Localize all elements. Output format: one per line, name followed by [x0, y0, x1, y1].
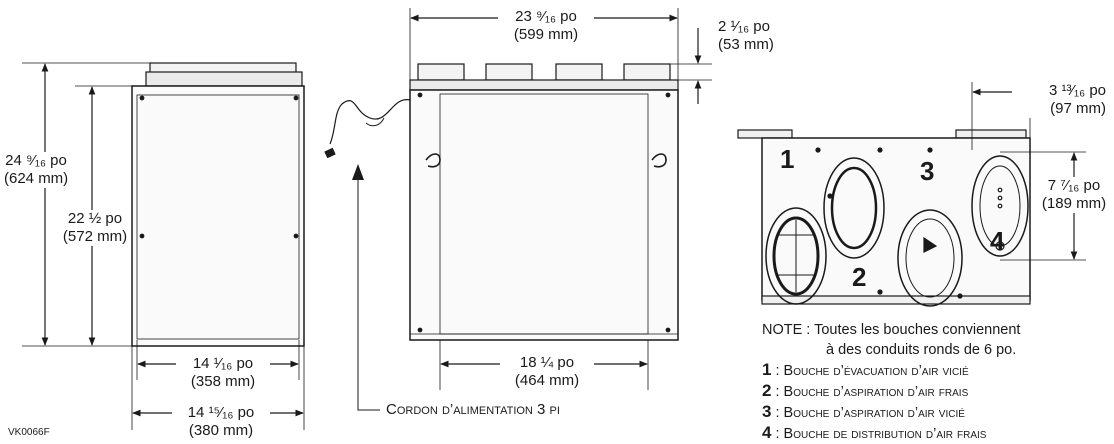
front-overall-width-label: 14 ¹⁵⁄₁₆ po (380 mm): [172, 404, 270, 440]
legend-item-2: 2 : Bouche d’aspiration d’air frais: [762, 381, 1112, 402]
legend-item-3: 3 : Bouche d’aspiration d’air vicié: [762, 402, 1112, 423]
top-port-width-label: 7 ⁷⁄₁₆ po (189 mm): [1036, 177, 1112, 213]
front-overall-width-mm: (380 mm): [188, 422, 254, 439]
front-body-width-value: 14 ¹⁄₁₆ po: [192, 355, 254, 372]
top-port-width-value: 7 ⁷⁄₁₆ po: [1047, 177, 1101, 194]
side-body-width-value: 18 ¼ po: [519, 354, 575, 371]
port-2-number: 2: [852, 262, 867, 292]
port-1: [765, 207, 827, 305]
top-port-width-mm: (189 mm): [1041, 195, 1107, 212]
side-view-unit: [409, 63, 679, 341]
side-overall-width-label: 23 ⁹⁄₁₆ po (599 mm): [498, 8, 594, 44]
top-edge-offset-mm: (97 mm): [1050, 100, 1106, 117]
front-body-width-label: 14 ¹⁄₁₆ po (358 mm): [176, 355, 270, 391]
note-line-1: NOTE : Toutes les bouches conviennent: [762, 322, 1021, 338]
front-overall-height-mm: (624 mm): [4, 170, 69, 187]
top-view-unit: [737, 129, 1031, 307]
legend-item-2-text: : Bouche d’aspiration d’air frais: [775, 384, 969, 400]
legend-item-2-number: 2: [762, 381, 772, 400]
legend-item-3-text: : Bouche d’aspiration d’air vicié: [775, 405, 965, 421]
port-3-number: 3: [920, 156, 935, 186]
front-overall-height-label: 24 ⁹⁄₁₆ po (624 mm): [2, 152, 70, 188]
side-body-width-label: 18 ¼ po (464 mm): [500, 354, 594, 390]
front-body-height-label: 22 ½ po (572 mm): [60, 210, 130, 246]
side-collar-height-mm: (53 mm): [718, 36, 774, 53]
legend-item-1: 1 : Bouche d’évacuation d’air vicié: [762, 360, 1112, 381]
legend-item-4: 4 : Bouche de distribution d’air frais: [762, 423, 1112, 444]
port-2: [823, 157, 885, 259]
top-edge-offset-label: 3 ¹³⁄₁₆ po (97 mm): [1014, 82, 1108, 118]
port-4: [971, 155, 1029, 257]
power-cord-label: Cordon d’alimentation 3 pi: [384, 401, 562, 419]
port-4-number: 4: [990, 226, 1005, 256]
legend-item-4-number: 4: [762, 423, 772, 442]
front-body-width-mm: (358 mm): [190, 373, 256, 390]
power-cord: [329, 99, 411, 145]
side-collar-height-value: 2 ¹⁄₁₆ po: [718, 18, 770, 35]
legend-item-1-text: : Bouche d’évacuation d’air vicié: [775, 363, 969, 379]
side-overall-width-mm: (599 mm): [513, 26, 579, 43]
port-3: [897, 209, 963, 307]
legend-item-4-text: : Bouche de distribution d’air frais: [775, 426, 987, 442]
notes-legend: NOTE : Toutes les bouches conviennent à …: [762, 320, 1112, 444]
top-edge-offset-value: 3 ¹³⁄₁₆ po: [1049, 82, 1106, 99]
side-overall-width-value: 23 ⁹⁄₁₆ po: [515, 8, 577, 25]
front-overall-width-value: 14 ¹⁵⁄₁₆ po: [187, 404, 255, 421]
side-collar-height-label: 2 ¹⁄₁₆ po (53 mm): [716, 18, 794, 54]
front-body-height-mm: (572 mm): [62, 228, 128, 245]
figure-code: VK0066F: [8, 427, 50, 438]
front-overall-height-value: 24 ⁹⁄₁₆ po: [5, 152, 67, 169]
legend-item-3-number: 3: [762, 402, 772, 421]
front-body-height-value: 22 ½ po: [67, 210, 123, 227]
legend-item-1-number: 1: [762, 360, 772, 379]
note-line-2: à des conduits ronds de 6 po.: [826, 342, 1017, 358]
front-view-unit: [131, 62, 305, 347]
port-1-number: 1: [780, 144, 795, 174]
side-body-width-mm: (464 mm): [514, 372, 580, 389]
